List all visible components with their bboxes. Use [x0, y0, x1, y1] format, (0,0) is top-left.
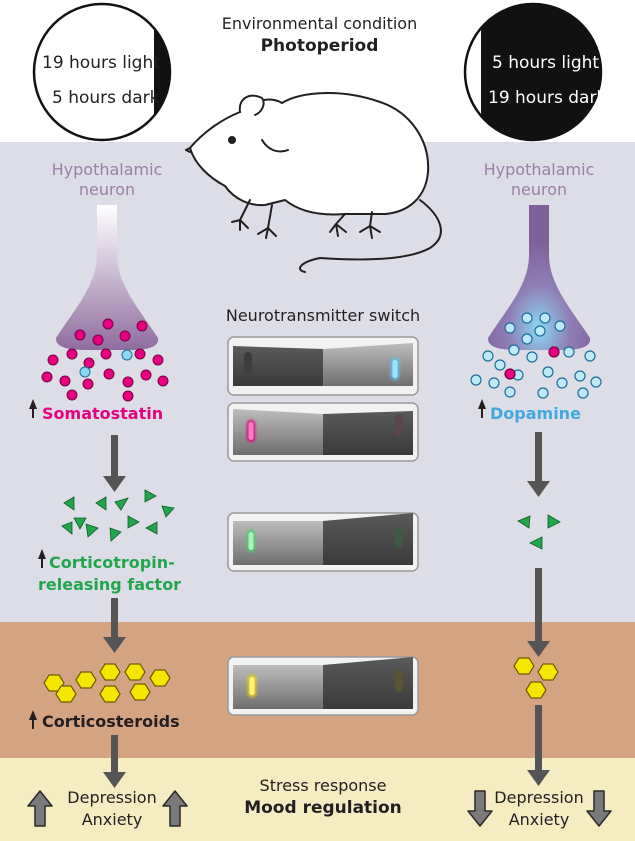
photoperiod-label: Photoperiod: [260, 36, 379, 56]
long-day-dark: 5 hours dark: [52, 88, 160, 108]
stress-response-label: Stress response: [259, 776, 387, 795]
short-day-light: 5 hours light: [492, 53, 600, 73]
left-outcome-1: Depression: [67, 788, 157, 807]
somatostatin-dots: [41, 318, 169, 402]
right-neuron-label-1: Hypothalamic: [483, 160, 595, 179]
long-day-clock: [32, 2, 172, 142]
right-neuron-label-2: neuron: [510, 180, 568, 199]
switch-dopamine: [227, 336, 419, 396]
left-neuron-label-1: Hypothalamic: [51, 160, 163, 179]
mood-regulation-label: Mood regulation: [244, 798, 402, 818]
corticosteroid-hexagons-right: [513, 657, 559, 699]
switch-crf: [227, 512, 419, 572]
switch-title: Neurotransmitter switch: [225, 306, 421, 325]
crf-label-1: Corticotropin-: [49, 553, 175, 572]
right-neuron: [487, 205, 591, 350]
switch-corticosteroid: [227, 656, 419, 716]
small-up-arrows: [29, 399, 486, 729]
outcome-up-arrows: [27, 790, 188, 827]
corticosteroids-label: Corticosteroids: [42, 712, 180, 731]
long-day-light: 19 hours light: [42, 53, 160, 73]
somatostatin-label: Somatostatin: [42, 404, 164, 423]
corticosteroid-hexagons-left: [43, 663, 171, 703]
crf-triangles-right: [517, 514, 561, 550]
env-condition-label: Environmental condition: [221, 14, 418, 33]
left-outcome-2: Anxiety: [81, 810, 143, 829]
outcome-down-arrows: [467, 790, 612, 827]
dopamine-label: Dopamine: [490, 404, 581, 423]
switch-somatostatin: [227, 402, 419, 462]
short-day-dark: 19 hours dark: [488, 88, 607, 108]
left-neuron-label-2: neuron: [78, 180, 136, 199]
dopamine-dots: [470, 312, 602, 399]
right-outcome-1: Depression: [494, 788, 584, 807]
rat-illustration: [185, 92, 442, 273]
left-flow-arrows: [103, 435, 126, 788]
short-day-clock: [463, 2, 603, 142]
crf-triangles-left: [61, 489, 175, 542]
right-flow-arrows: [527, 432, 550, 786]
right-outcome-2: Anxiety: [508, 810, 570, 829]
crf-label-2: releasing factor: [38, 575, 182, 594]
left-neuron: [55, 205, 159, 350]
